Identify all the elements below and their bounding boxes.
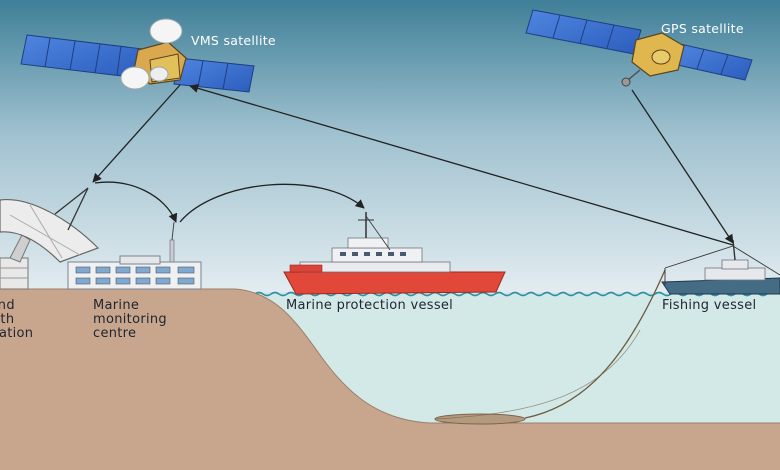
earth-station-label-line1: Land [0,298,15,313]
monitoring-centre-label-line1: Marine [93,298,140,313]
vms-antenna-dish [149,18,183,44]
arrow-earth-station-to-centre [94,181,178,223]
trawl-line [524,269,666,419]
protection-vessel-label: Marine protection vessel [286,298,454,313]
monitoring-centre-building [67,221,202,290]
communication-links [92,83,734,246]
vms-satellite [20,18,255,93]
fishing-vessel-label: Fishing vessel [662,298,757,313]
fishing-vessel [661,239,780,295]
vms-satellite-label: VMS satellite [191,33,276,48]
monitoring-centre-label-line3: centre [93,326,137,341]
earth-station-label-line2: Earth [0,312,15,327]
gps-antenna [621,77,631,87]
monitoring-centre-label-line2: monitoring [93,312,167,327]
marine-protection-vessel [283,212,506,295]
arrow-centre-to-protection-vessel [179,183,365,223]
gps-satellite-label: GPS satellite [661,21,744,36]
land-earth-station [0,187,100,290]
earth-station-dish [0,198,100,263]
seabed [0,289,780,470]
arrow-gps-to-fishing-vessel [631,89,734,244]
arrow-vms-to-earth-station [92,84,181,183]
protection-vessel-hull [283,271,506,295]
arrow-fishing-vessel-to-vms [189,83,734,246]
earth-station-label-line3: Station [0,326,34,341]
gps-satellite [525,9,753,87]
